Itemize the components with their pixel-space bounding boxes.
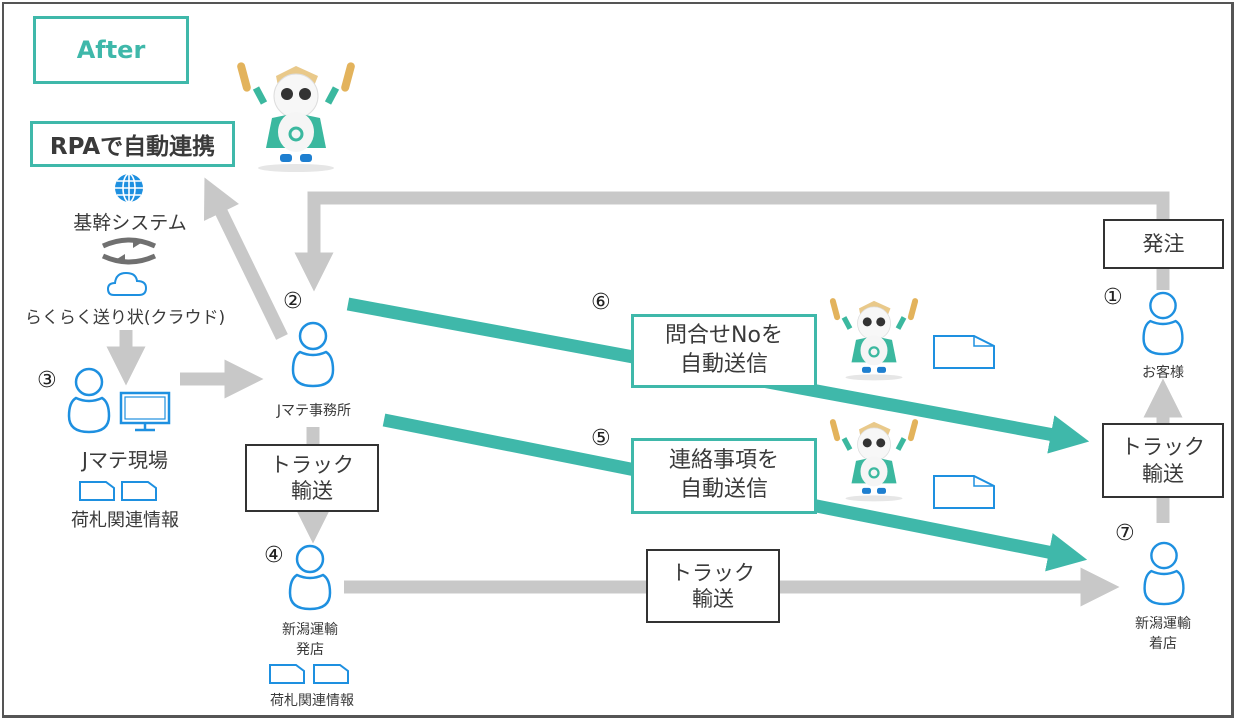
customer-label: お客様	[1142, 365, 1184, 381]
person-icon	[67, 367, 111, 434]
person-icon	[1142, 291, 1184, 356]
truck-line1: トラック	[270, 452, 354, 477]
origin-docs-label: 荷札関連情報	[270, 693, 354, 709]
site-label: Jマテ現場	[82, 448, 168, 472]
globe-icon	[115, 173, 143, 203]
rpa-box: RPAで自動連携	[30, 121, 235, 167]
origin-store-label: 新潟運輸 発店	[260, 620, 360, 660]
mascot-icon	[237, 62, 355, 172]
office-to-rpa-arrow	[203, 177, 288, 340]
sync-arrows-icon	[101, 237, 157, 265]
auto-notice-line2: 自動送信	[679, 477, 768, 502]
truck-transport-box-office: トラック 輸送	[245, 444, 379, 512]
dest-store-line2: 着店	[1149, 636, 1177, 652]
auto-inquiry-box: 問合せNoを 自動送信	[631, 314, 817, 388]
step-number-2: ②	[283, 289, 303, 314]
document-icons	[79, 481, 157, 501]
rpa-label: RPAで自動連携	[49, 134, 216, 160]
document-icons	[269, 664, 349, 684]
step-number-4: ④	[264, 543, 284, 568]
step-number-3: ③	[37, 368, 57, 393]
auto-notice-line1: 連絡事項を	[668, 448, 779, 474]
document-icon	[933, 335, 995, 369]
person-icon	[288, 544, 332, 611]
step-number-7: ⑦	[1115, 521, 1135, 546]
truck-line2: 輸送	[1142, 461, 1184, 486]
dest-store-line1: 新潟運輸	[1135, 616, 1191, 632]
truck-transport-box-right: トラック 輸送	[1102, 423, 1224, 498]
step-number-1: ①	[1103, 285, 1123, 310]
site-docs-label: 荷札関連情報	[71, 510, 179, 531]
auto-inquiry-line2: 自動送信	[679, 352, 768, 377]
core-system-label: 基幹システム	[73, 212, 187, 234]
truck-line2: 輸送	[692, 587, 734, 611]
cloud-label: らくらく送り状(クラウド)	[24, 308, 226, 328]
auto-notice-box: 連絡事項を 自動送信	[631, 438, 817, 514]
step-number-5: ⑤	[591, 426, 611, 451]
office-label: Jマテ事務所	[276, 403, 352, 419]
mascot-icon	[829, 419, 919, 502]
auto-inquiry-line1: 問合せNoを	[665, 323, 783, 349]
after-title-box: After	[33, 16, 189, 84]
truck-line1: トラック	[671, 560, 755, 585]
origin-store-line2: 発店	[296, 642, 324, 658]
cloud-icon	[106, 271, 148, 296]
person-icon	[291, 321, 335, 388]
person-icon	[1143, 541, 1185, 606]
order-box: 発注	[1103, 219, 1224, 269]
order-label: 発注	[1142, 231, 1185, 256]
dest-store-label: 新潟運輸 着店	[1113, 614, 1213, 654]
step-number-6: ⑥	[591, 290, 611, 315]
order-loop-arrow	[294, 191, 1170, 292]
truck-line1: トラック	[1121, 435, 1205, 460]
origin-store-line1: 新潟運輸	[282, 622, 338, 638]
after-title: After	[76, 36, 146, 64]
monitor-icon	[119, 391, 171, 432]
mascot-icon	[829, 298, 919, 381]
document-icon	[933, 475, 995, 509]
truck-line2: 輸送	[291, 479, 333, 503]
truck-transport-box-middle: トラック 輸送	[646, 549, 780, 623]
